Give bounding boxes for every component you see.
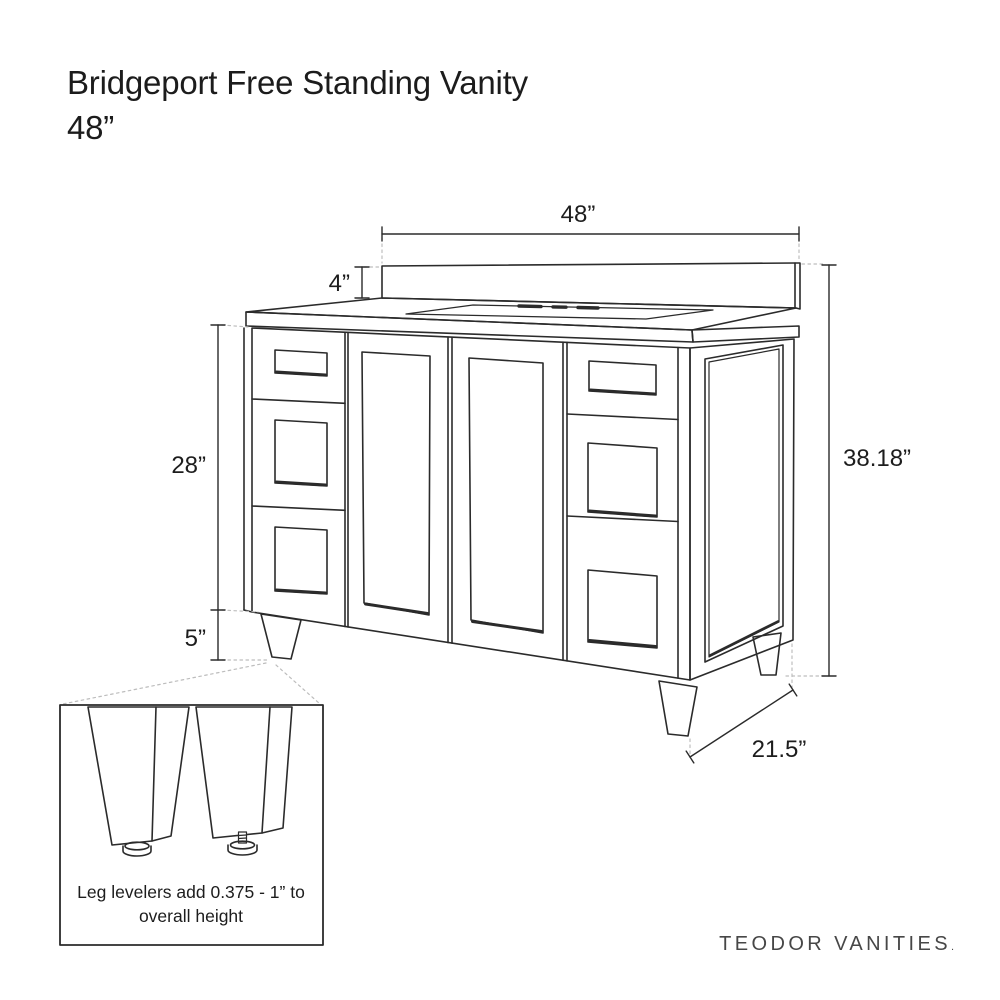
sink-cutout <box>405 304 714 320</box>
dim-label-overall-height: 38.18” <box>843 445 911 472</box>
dim-label-leg-height: 5” <box>185 625 206 652</box>
product-name: Bridgeport Free Standing Vanity <box>67 64 528 101</box>
inset-box <box>59 704 324 946</box>
inset-note-line1: Leg levelers add 0.375 - 1” to <box>77 882 305 902</box>
cabinet-side-panel <box>689 338 795 681</box>
dim-label-cabinet-height: 28” <box>171 452 206 479</box>
dim-backsplash: 4” <box>329 266 370 299</box>
drawer-bottom-panel <box>274 526 328 595</box>
dim-cabinet-height: 28” <box>171 324 226 611</box>
vanity-legs <box>260 613 782 737</box>
faucet-holes <box>517 304 600 310</box>
dim-depth: 21.5” <box>685 683 807 764</box>
product-size: 48” <box>67 109 115 146</box>
drawer-middle-panel <box>274 419 328 487</box>
dim-label-depth: 21.5” <box>752 736 807 763</box>
brand-logo-mark: . <box>950 941 954 953</box>
left-door <box>361 351 431 616</box>
dim-overall-height: 38.18” <box>821 264 911 677</box>
left-drawer-bank <box>251 349 346 595</box>
cabinet-front-face <box>243 327 691 681</box>
dim-label-backsplash: 4” <box>329 270 350 297</box>
inset-left-leg <box>87 706 190 857</box>
leg-leveler-inset: Leg levelers add 0.375 - 1” to overall h… <box>59 704 324 946</box>
rear-right-leg <box>752 632 782 676</box>
front-left-leg <box>260 613 302 660</box>
dim-width-top: 48” <box>381 201 800 242</box>
dim-leg-height: 5” <box>185 609 226 661</box>
leveler-screw <box>237 831 248 844</box>
front-right-leg <box>658 680 698 737</box>
drawer-top-panel <box>588 360 657 396</box>
inset-note-line2: overall height <box>139 906 243 926</box>
page-title: Bridgeport Free Standing Vanity 48” <box>67 60 528 150</box>
dim-label-width: 48” <box>561 201 596 228</box>
drawer-top-panel <box>274 349 328 377</box>
drawer-bottom-panel <box>587 569 658 649</box>
right-door <box>468 357 544 634</box>
countertop <box>245 297 800 343</box>
backsplash <box>381 262 801 310</box>
inset-right-leg <box>195 706 293 856</box>
drawer-middle-panel <box>587 442 658 518</box>
brand-logo-text: TEODOR VANITIES <box>719 933 951 955</box>
brand-logo: TEODOR VANITIES. <box>719 933 954 956</box>
right-drawer-bank <box>566 360 679 649</box>
